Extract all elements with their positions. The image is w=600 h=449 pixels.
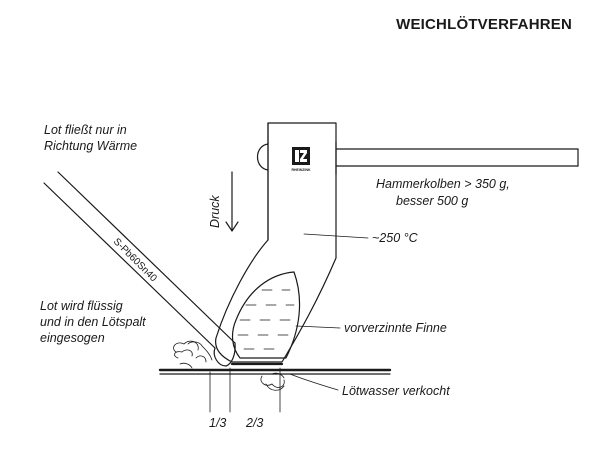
pressure-label: Druck	[208, 195, 222, 228]
tinned-tip-label: vorverzinnte Finne	[344, 321, 447, 335]
logo-brand-text: RHEINZINK	[291, 168, 311, 172]
soldering-iron	[215, 122, 579, 366]
hammer-label-line2: besser 500 g	[396, 194, 468, 208]
diagram-title: WEICHLÖTVERFAHREN	[396, 16, 572, 33]
flux-label: Lötwasser verkocht	[342, 384, 450, 398]
rheinzink-logo-icon: RHEINZINK	[291, 147, 311, 172]
temperature-label: ~250 °C	[372, 231, 419, 245]
liquid-label-line2: und in den Lötspalt	[40, 315, 146, 329]
division-marks	[209, 367, 281, 413]
iron-handle	[335, 141, 579, 175]
flow-label-line1: Lot fließt nur in	[44, 123, 127, 137]
pressure-arrow	[225, 171, 239, 232]
tinned-tip-hatching	[237, 289, 295, 350]
melting-solder-curls	[173, 340, 213, 369]
tinned-tip-area	[231, 271, 301, 359]
hammer-label-line1: Hammerkolben > 350 g,	[376, 177, 510, 191]
hammer-head	[215, 122, 337, 363]
liquid-label-line1: Lot wird flüssig	[40, 299, 123, 313]
flow-label-line2: Richtung Wärme	[44, 139, 137, 153]
boiling-flux-curls	[260, 372, 285, 391]
third-right-label: 2/3	[245, 416, 263, 430]
third-left-label: 1/3	[209, 416, 226, 430]
liquid-label-line3: eingesogen	[40, 331, 105, 345]
solder-rod-label: S-Pb60Sn40	[111, 236, 159, 284]
workpiece-sheet	[158, 368, 392, 375]
solder-rod	[43, 171, 236, 367]
iron-knob	[256, 143, 269, 171]
leader-lines	[289, 233, 369, 391]
